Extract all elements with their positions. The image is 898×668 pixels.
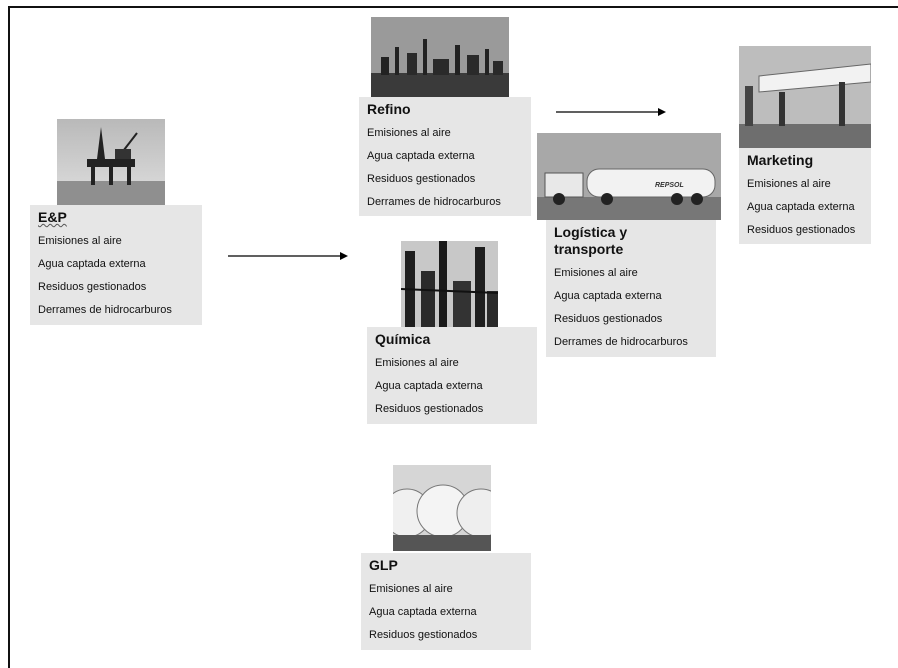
logistica-item: Derrames de hidrocarburos <box>554 336 688 348</box>
logistica-title: Logística y transporte <box>554 224 628 257</box>
arrow-refino-to-marketing <box>556 108 666 116</box>
ep-item: Residuos gestionados <box>38 281 147 293</box>
refino-card: Refino Emisiones al aire Agua captada ex… <box>359 97 531 216</box>
refino-title: Refino <box>367 101 411 117</box>
ep-item: Agua captada externa <box>38 258 146 270</box>
service-station-photo <box>739 46 871 148</box>
quimica-item: Emisiones al aire <box>375 357 459 369</box>
ep-title: E&P <box>38 209 67 225</box>
logistica-item: Emisiones al aire <box>554 267 638 279</box>
arrow-ep-to-downstream <box>228 252 348 260</box>
ep-item: Derrames de hidrocarburos <box>38 304 172 316</box>
marketing-item: Agua captada externa <box>747 201 855 213</box>
diagram-frame <box>8 6 898 668</box>
refino-item: Emisiones al aire <box>367 127 451 139</box>
refino-item: Derrames de hidrocarburos <box>367 196 501 208</box>
offshore-oil-platform-photo <box>57 119 165 205</box>
glp-item: Agua captada externa <box>369 606 477 618</box>
marketing-item: Emisiones al aire <box>747 178 831 190</box>
ep-card: E&P Emisiones al aire Agua captada exter… <box>30 205 202 325</box>
ep-item: Emisiones al aire <box>38 235 122 247</box>
quimica-card: Química Emisiones al aire Agua captada e… <box>367 327 537 424</box>
tanker-truck-photo: REPSOL <box>537 133 721 220</box>
refino-item: Agua captada externa <box>367 150 475 162</box>
chemical-plant-photo <box>401 241 498 327</box>
logistica-card: Logística y transporte Emisiones al aire… <box>546 220 716 357</box>
logistica-item: Residuos gestionados <box>554 313 663 325</box>
marketing-title: Marketing <box>747 152 814 168</box>
refinery-photo <box>371 17 509 97</box>
quimica-item: Agua captada externa <box>375 380 483 392</box>
marketing-card: Marketing Emisiones al aire Agua captada… <box>739 148 871 244</box>
glp-item: Emisiones al aire <box>369 583 453 595</box>
quimica-item: Residuos gestionados <box>375 403 484 415</box>
refino-item: Residuos gestionados <box>367 173 476 185</box>
marketing-item: Residuos gestionados <box>747 224 856 236</box>
glp-item: Residuos gestionados <box>369 629 478 641</box>
gas-storage-spheres-photo <box>393 465 491 551</box>
logistica-item: Agua captada externa <box>554 290 662 302</box>
quimica-title: Química <box>375 331 431 347</box>
glp-card: GLP Emisiones al aire Agua captada exter… <box>361 553 531 650</box>
glp-title: GLP <box>369 557 398 573</box>
truck-brand-text: REPSOL <box>655 182 684 189</box>
